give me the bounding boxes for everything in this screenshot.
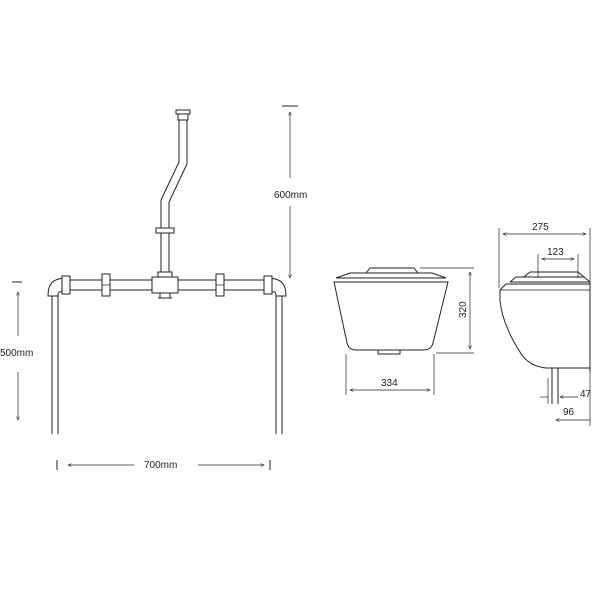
- cistern-side-view: 275 123 47 96: [498, 222, 592, 426]
- cistern-width-label: 334: [381, 378, 398, 389]
- dimension-47: 47: [540, 389, 592, 400]
- cistern-height-label: 320: [458, 301, 469, 318]
- side-depth-label: 275: [532, 222, 549, 233]
- frame-side-height-label: 500mm: [0, 348, 33, 359]
- cistern-body: [333, 281, 449, 351]
- cistern-front-view: 320 334: [333, 267, 474, 395]
- top-rail: [47, 271, 287, 299]
- dimension-700mm: 700mm: [56, 460, 271, 471]
- dimension-275: 275: [498, 222, 591, 288]
- ceiling-flange: [175, 109, 191, 121]
- dimension-320: 320: [420, 267, 474, 354]
- dimension-334: 334: [345, 354, 435, 395]
- dimension-500mm: 500mm: [0, 281, 33, 420]
- side-pipe-gap-label: 47: [580, 389, 592, 400]
- side-pipe-offset-label: 96: [563, 407, 575, 418]
- side-top-offset-label: 123: [547, 247, 564, 258]
- upper-pipe: [155, 120, 188, 278]
- frame-width-label: 700mm: [144, 460, 177, 471]
- frame-assembly: 600mm 500mm 700mm: [0, 105, 307, 471]
- pipe-clamp: [155, 227, 175, 234]
- frame-height-label: 600mm: [274, 190, 307, 201]
- centre-tee: [151, 276, 179, 294]
- dimension-96: 96: [556, 372, 591, 426]
- dimension-123: 123: [537, 247, 579, 278]
- cistern-side-body: [499, 283, 591, 369]
- dimension-600mm: 600mm: [274, 105, 307, 278]
- frame-legs: [51, 296, 283, 434]
